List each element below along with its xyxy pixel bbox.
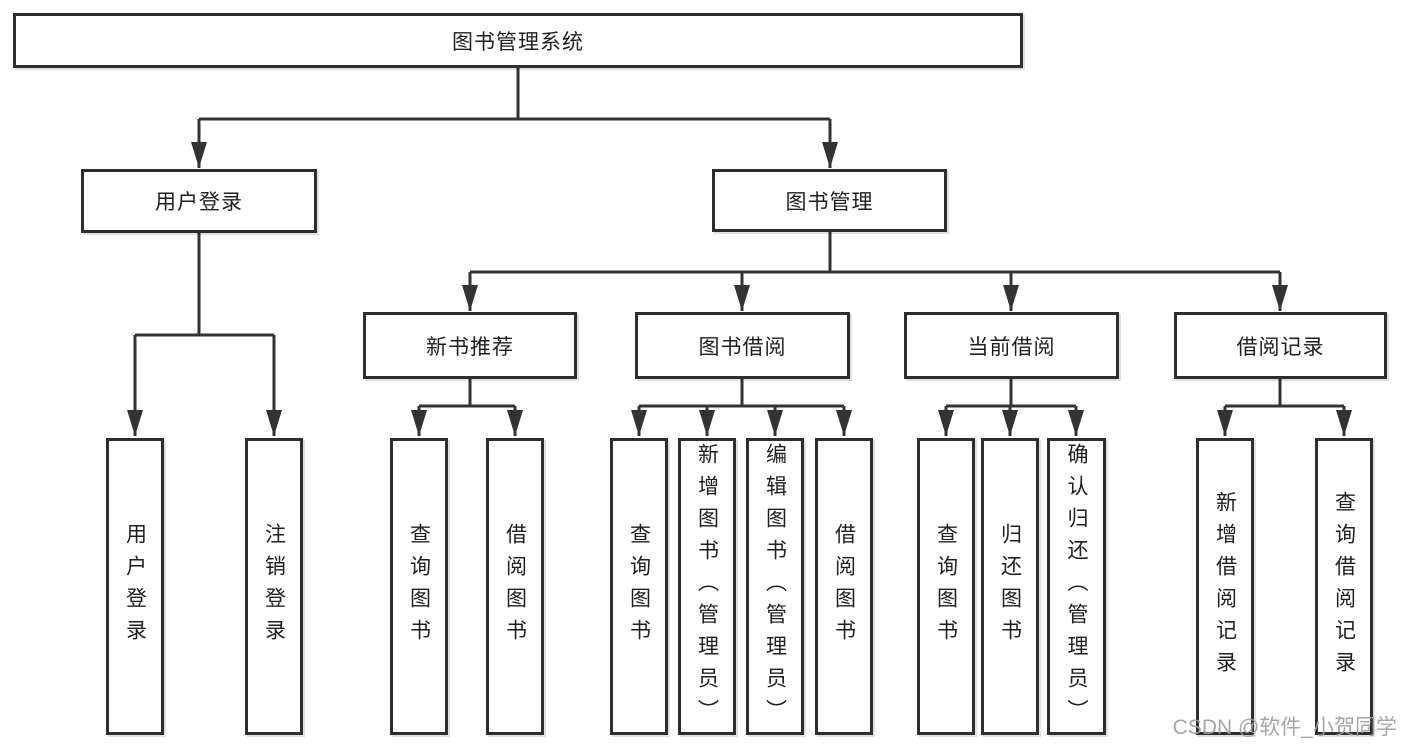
- node-new-book-recommend-label: 新书推荐: [426, 335, 514, 359]
- node-add-books-admin: 新增图书（管理员）: [678, 438, 736, 735]
- node-current-borrow: 当前借阅: [904, 312, 1119, 379]
- node-borrow-books-borrow: 借阅图书: [815, 438, 873, 735]
- node-query-books-borrow: 查询图书: [610, 438, 668, 735]
- node-return-books: 归还图书: [981, 438, 1039, 735]
- node-query-books-current-label: 查询图书: [934, 522, 958, 651]
- connector-user-login-branch: [135, 233, 274, 337]
- csdn-watermark: CSDN @软件_小贺同学: [1172, 716, 1397, 739]
- node-root-label: 图书管理系统: [452, 30, 584, 54]
- connector-book-borrow-branch: [639, 379, 844, 408]
- node-borrow-books-borrow-label: 借阅图书: [832, 522, 856, 651]
- node-book-borrow-label: 图书借阅: [698, 335, 787, 359]
- node-borrow-records: 借阅记录: [1174, 312, 1387, 379]
- node-query-borrow-record: 查询借阅记录: [1315, 438, 1373, 735]
- node-book-management-label: 图书管理: [785, 190, 874, 214]
- node-query-borrow-record-label: 查询借阅记录: [1332, 490, 1356, 683]
- node-user-login-leaf-label: 用户登录: [123, 522, 147, 651]
- node-confirm-return-admin: 确认归还（管理员）: [1047, 438, 1106, 735]
- node-query-books-recommend: 查询图书: [390, 438, 448, 735]
- node-book-management: 图书管理: [712, 169, 947, 232]
- node-new-book-recommend: 新书推荐: [363, 312, 577, 379]
- node-edit-books-admin-label: 编辑图书（管理员）: [763, 442, 787, 731]
- node-query-books-recommend-label: 查询图书: [407, 522, 431, 651]
- node-borrow-records-label: 借阅记录: [1236, 335, 1325, 359]
- node-query-books-current: 查询图书: [917, 438, 975, 735]
- node-query-books-borrow-label: 查询图书: [627, 522, 651, 651]
- node-return-books-label: 归还图书: [998, 522, 1022, 651]
- node-user-login-label: 用户登录: [155, 191, 243, 214]
- node-logout-leaf-label: 注销登录: [262, 522, 286, 651]
- node-edit-books-admin: 编辑图书（管理员）: [746, 438, 804, 735]
- node-current-borrow-label: 当前借阅: [967, 335, 1056, 359]
- node-user-login-leaf: 用户登录: [106, 438, 164, 735]
- node-add-books-admin-label: 新增图书（管理员）: [695, 442, 719, 731]
- node-logout-leaf: 注销登录: [245, 438, 303, 735]
- node-add-borrow-record: 新增借阅记录: [1196, 438, 1254, 735]
- connector-borrow-records-branch: [1225, 379, 1344, 408]
- node-book-borrow: 图书借阅: [635, 312, 850, 379]
- node-add-borrow-record-label: 新增借阅记录: [1213, 490, 1237, 683]
- connector-root-to-level2: [199, 68, 830, 121]
- node-borrow-books-recommend: 借阅图书: [486, 438, 544, 735]
- connector-current-borrow-branch: [946, 379, 1076, 408]
- node-borrow-books-recommend-label: 借阅图书: [503, 522, 527, 651]
- node-user-login: 用户登录: [81, 169, 317, 233]
- node-root: 图书管理系统: [13, 13, 1023, 68]
- connector-book-management-branch: [470, 232, 1280, 274]
- connector-new-book-recommend-branch: [419, 379, 515, 408]
- node-confirm-return-admin-label: 确认归还（管理员）: [1065, 442, 1088, 731]
